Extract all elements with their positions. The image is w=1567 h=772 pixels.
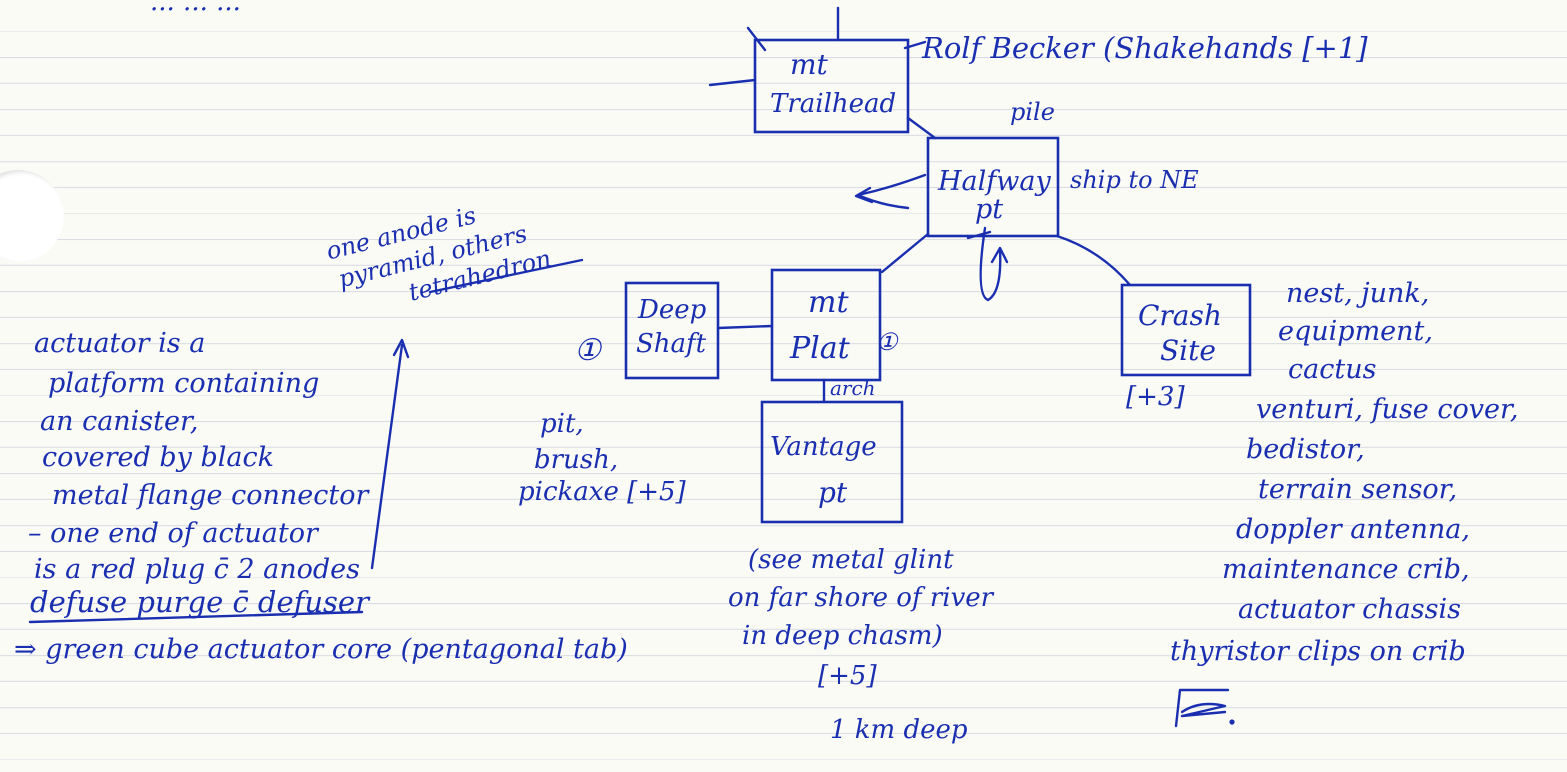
line-deep-plat	[716, 324, 774, 330]
circle-marker-deep-shaft: ①	[574, 333, 603, 368]
node-label-trailhead-1: mt	[790, 48, 829, 81]
vantage-note-line-4: [+5]	[818, 661, 877, 691]
loop-arrow-left-head	[854, 186, 874, 204]
node-label-halfway-2: pt	[975, 194, 1003, 225]
node-box-trailhead	[753, 38, 910, 134]
loop-arrow-left	[856, 173, 927, 210]
actuator-note-line-6: – one end of actuator	[28, 518, 320, 549]
halfway-note: ship to NE	[1070, 166, 1199, 194]
arrow-to-anode-note-head	[392, 338, 410, 359]
vantage-note-line-2: on far shore of river	[728, 583, 995, 613]
node-box-halfway	[926, 136, 1060, 238]
vantage-note-line-5: 1 km deep	[830, 715, 968, 745]
vantage-note-line-1: (see metal glint	[748, 545, 954, 575]
circle-marker-mt-plat: ①	[876, 328, 899, 356]
line-trailhead-halfway	[906, 116, 937, 140]
defuse-underline	[28, 610, 364, 624]
actuator-note-line-4: covered by black	[42, 442, 274, 473]
plat-note-line-3: pickaxe [+5]	[518, 477, 687, 507]
scribbled-out-word	[1174, 688, 1230, 728]
arch-label: arch	[830, 376, 876, 400]
crash-list-line-2: equipment,	[1278, 316, 1433, 347]
line-halfway-crash	[1055, 234, 1132, 287]
crash-bonus: [+3]	[1126, 382, 1185, 412]
anode-note: one anode is pyramid, others tetrahedron	[323, 201, 554, 306]
crash-list-line-10: thyristor clips on crib	[1170, 636, 1466, 667]
node-label-deep-shaft-2: Shaft	[636, 329, 707, 359]
line-trailhead-left	[708, 78, 757, 87]
node-label-crash-1: Crash	[1138, 299, 1222, 332]
vantage-note-line-3: in deep chasm)	[742, 621, 943, 651]
node-label-trailhead-2: Trailhead	[770, 89, 896, 119]
actuator-note-line-5: metal flange connector	[52, 480, 370, 511]
node-label-halfway-1: Halfway	[937, 166, 1051, 197]
crash-list-line-9: actuator chassis	[1238, 594, 1461, 625]
node-label-vantage-1: Vantage	[770, 432, 877, 462]
crash-list-line-1: nest, junk,	[1286, 278, 1429, 309]
actuator-note-line-1: actuator is a	[34, 328, 205, 359]
trailhead-note: Rolf Becker (Shakehands [+1]	[921, 31, 1368, 65]
line-halfway-plat	[880, 232, 930, 274]
crash-list-line-5: bedistor,	[1246, 434, 1365, 465]
crash-list-line-7: doppler antenna,	[1236, 514, 1470, 545]
node-box-deep-shaft	[624, 281, 720, 380]
crash-list-line-3: cactus	[1288, 354, 1376, 385]
crash-list-line-8: maintenance crib,	[1222, 554, 1470, 585]
loop-arrow-bottom-head	[990, 246, 1009, 264]
node-label-mt-plat-1: mt	[808, 285, 849, 320]
actuator-note-line-7: is a red plug c̄ 2 anodes	[34, 554, 360, 585]
plat-note-line-2: brush,	[534, 445, 618, 475]
node-box-crash	[1120, 283, 1252, 377]
top-fragment-text: ... ... ...	[150, 0, 241, 17]
node-box-mt-plat	[770, 268, 882, 382]
core-line: ⇒ green cube actuator core (pentagonal t…	[14, 634, 628, 665]
crash-list-line-4: venturi, fuse cover,	[1256, 394, 1519, 425]
plat-note-line-1: pit,	[540, 409, 584, 439]
node-label-deep-shaft-1: Deep	[637, 295, 707, 325]
node-box-vantage	[760, 400, 904, 524]
node-label-mt-plat-2: Plat	[789, 331, 851, 366]
pile-label: pile	[1010, 98, 1055, 126]
actuator-note-line-2: platform containing	[48, 368, 319, 399]
anode-note-underline	[428, 258, 584, 294]
defuse-line: defuse purge c̄ defuser	[30, 585, 371, 619]
actuator-note-line-3: an canister,	[40, 406, 199, 437]
crash-list-line-6: terrain sensor,	[1258, 474, 1457, 505]
node-label-vantage-2: pt	[818, 476, 848, 509]
arrow-to-anode-note	[370, 343, 404, 570]
loop-arrow-bottom	[979, 226, 1002, 302]
node-label-crash-2: Site	[1160, 334, 1216, 367]
period-dot	[1229, 719, 1235, 725]
